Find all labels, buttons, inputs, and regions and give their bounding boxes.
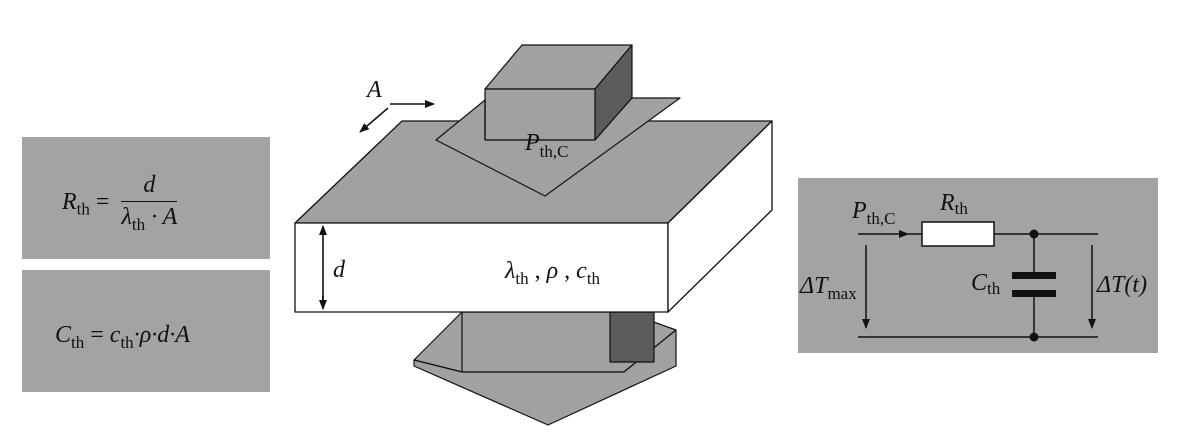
cth-formula: Cth = cth·ρ·d·A bbox=[55, 322, 190, 352]
material-properties: λth , ρ , cth bbox=[504, 258, 601, 288]
slab bbox=[294, 120, 773, 313]
slab-front-face bbox=[294, 222, 669, 313]
delta-t-label: ΔT(t) bbox=[1096, 272, 1147, 298]
top-heat-arrow bbox=[435, 44, 681, 197]
bottom-heat-arrow bbox=[413, 311, 677, 426]
rth-fraction: d λth · A bbox=[121, 172, 178, 234]
circuit-panel bbox=[798, 178, 1158, 353]
delta-tmax-label: ΔTmax bbox=[799, 273, 857, 303]
resistor bbox=[921, 221, 995, 247]
circuit-input-label: Pth,C bbox=[851, 198, 895, 228]
area-axis-arrows bbox=[359, 100, 435, 133]
thickness-label: d bbox=[333, 257, 346, 283]
rth-formula-panel bbox=[22, 137, 270, 259]
slab-side-face bbox=[667, 120, 773, 313]
rth-formula: Rth = d λth · A bbox=[62, 172, 178, 234]
capacitor-plate-bottom bbox=[1012, 290, 1056, 297]
thermal-circuit bbox=[858, 221, 1098, 338]
power-label: Pth,C bbox=[524, 130, 568, 161]
junction-top bbox=[1029, 229, 1039, 239]
capacitor-label: Cth bbox=[971, 270, 1001, 298]
area-label: A bbox=[365, 77, 382, 103]
junction-bottom bbox=[1029, 332, 1039, 342]
resistor-label: Rth bbox=[939, 190, 968, 218]
capacitor-plate-top bbox=[1012, 272, 1056, 279]
cth-formula-panel bbox=[22, 270, 270, 392]
